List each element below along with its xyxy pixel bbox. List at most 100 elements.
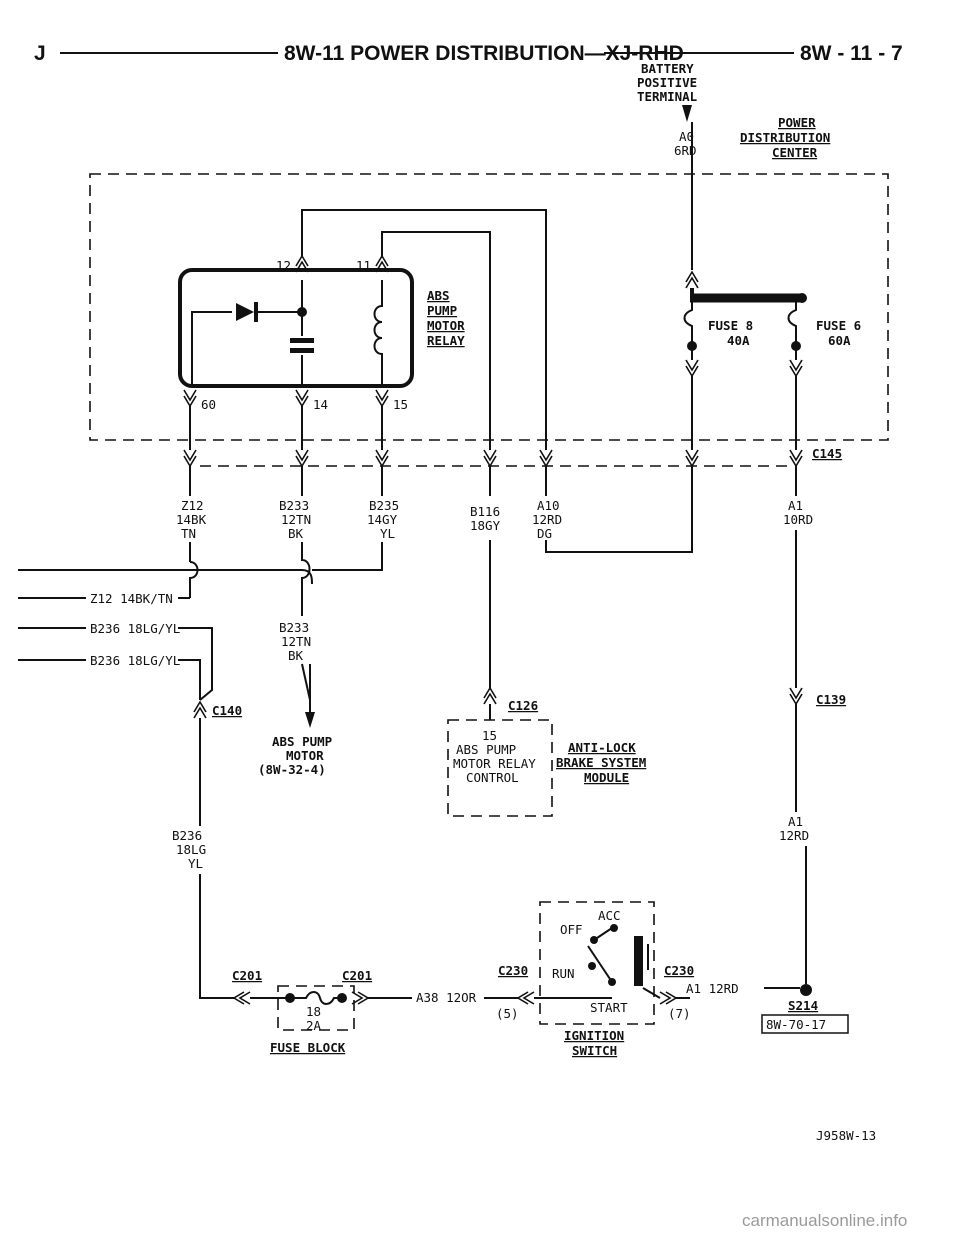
battery-label-1: BATTERY <box>641 61 694 76</box>
relay-pin-14: 14 <box>313 397 328 412</box>
svg-text:12TN: 12TN <box>281 512 311 527</box>
ign-contact-dot <box>588 962 596 970</box>
wire-a10-return <box>545 466 693 553</box>
module-name-1: ANTI-LOCK <box>568 740 636 755</box>
svg-text:18GY: 18GY <box>470 518 501 533</box>
wire-z12-crossover <box>189 561 199 598</box>
svg-text:B233: B233 <box>279 620 309 635</box>
svg-text:A1: A1 <box>788 498 803 513</box>
fuse-8-name: FUSE 8 <box>708 318 753 333</box>
svg-text:12RD: 12RD <box>779 828 809 843</box>
c140-label: C140 <box>212 703 242 718</box>
battery-label-2: POSITIVE <box>637 75 697 90</box>
wire-b236-to-c201 <box>199 874 234 999</box>
label-a38: A38 12OR <box>416 990 477 1005</box>
label-z12-14bk-tn: Z12 14BK/TN <box>90 591 173 606</box>
page-title: 8W-11 POWER DISTRIBUTION—XJ-RHD <box>284 42 684 65</box>
relay-label-1: ABS <box>427 288 450 303</box>
fuse-6-dot <box>791 341 801 351</box>
fuse-block-outline <box>277 985 355 1031</box>
relay-label-4: RELAY <box>427 333 465 348</box>
wire-b233-lower <box>301 663 311 701</box>
svg-text:TN: TN <box>181 526 196 541</box>
connector-chevron-icon <box>789 359 803 378</box>
battery-arrow-icon <box>682 105 692 122</box>
connector-chevron-icon <box>351 991 370 1005</box>
busbar-end-dot <box>797 293 807 303</box>
wire-z12-label: Z12 14BK TN <box>176 498 207 541</box>
abs-motor-label-2: MOTOR <box>286 748 324 763</box>
c126-label: C126 <box>508 698 538 713</box>
fuse-8-icon <box>683 302 693 342</box>
wire-b233-label: B233 12TN BK <box>279 498 311 541</box>
connector-chevron-icon <box>375 389 389 408</box>
ign-off: OFF <box>560 922 583 937</box>
svg-text:12RD: 12RD <box>532 512 562 527</box>
crossover-hump <box>301 569 313 585</box>
ign-acc: ACC <box>598 908 621 923</box>
svg-text:14BK: 14BK <box>176 512 207 527</box>
wire-b233-lower-label: B233 12TN BK <box>279 620 311 663</box>
fuse-8-rating: 40A <box>727 333 750 348</box>
wire-a10-label: A10 12RD DG <box>532 498 562 541</box>
c230-label-right: C230 <box>664 963 694 978</box>
connector-chevron-icon <box>685 270 699 289</box>
wire-relay-12 <box>301 209 547 450</box>
abs-module-outline <box>447 719 553 817</box>
svg-text:YL: YL <box>188 856 203 871</box>
c145-label: C145 <box>812 446 842 461</box>
figure-id: J958W-13 <box>816 1128 876 1143</box>
c145-chevrons <box>183 449 803 468</box>
battery-label-3: TERMINAL <box>637 89 698 104</box>
c201-label-right: C201 <box>342 968 372 983</box>
header-letter: J <box>34 42 46 65</box>
fuse-6-icon <box>787 302 797 342</box>
connector-chevron-icon <box>295 389 309 408</box>
abs-motor-label-3: (8W-32-4) <box>258 762 326 777</box>
relay-pin-12: 12 <box>276 258 291 273</box>
c201-label-left: C201 <box>232 968 262 983</box>
diode-icon <box>236 303 254 321</box>
svg-text:12TN: 12TN <box>281 634 311 649</box>
c230-label-left: C230 <box>498 963 528 978</box>
module-pin-15: 15 <box>482 728 497 743</box>
ign-start: START <box>590 1000 628 1015</box>
module-name-2: BRAKE SYSTEM <box>556 755 646 770</box>
relay-label-2: PUMP <box>427 303 457 318</box>
connector-chevron-icon <box>232 991 251 1005</box>
ign-name-2: SWITCH <box>572 1043 617 1058</box>
wire-b235-route <box>312 542 383 571</box>
ignition-outline <box>539 901 655 1025</box>
relay-pin-60: 60 <box>201 397 216 412</box>
connector-chevron-icon <box>516 991 535 1005</box>
label-a1-12rd: A1 12RD <box>686 981 739 996</box>
wire-a1-bottom-label: A1 12RD <box>779 814 809 843</box>
svg-text:18LG: 18LG <box>176 842 206 857</box>
abs-motor-arrow-icon <box>305 712 315 728</box>
fuse-6-rating: 60A <box>828 333 851 348</box>
fuse-18-icon <box>290 991 342 1005</box>
abs-relay-box <box>178 268 414 388</box>
module-name-3: MODULE <box>584 770 629 785</box>
svg-text:BK: BK <box>288 526 304 541</box>
abs-motor-label-1: ABS PUMP <box>272 734 332 749</box>
module-desc-3: CONTROL <box>466 770 519 785</box>
a0-gauge: 6RD <box>674 143 697 158</box>
svg-text:B233: B233 <box>279 498 309 513</box>
label-b236-a: B236 18LG/YL <box>90 621 180 636</box>
label-b236-b: B236 18LG/YL <box>90 653 180 668</box>
a0-circuit: A0 <box>679 129 694 144</box>
pdc-label-1: POWER <box>778 115 816 130</box>
connector-chevron-icon <box>183 389 197 408</box>
s214-splice-dot <box>800 984 812 996</box>
svg-text:A1: A1 <box>788 814 803 829</box>
wire-ign-output <box>642 987 661 999</box>
ign-pin-5: (5) <box>496 1006 519 1021</box>
svg-text:B116: B116 <box>470 504 500 519</box>
svg-text:A10: A10 <box>537 498 560 513</box>
fuse-block-dot <box>337 993 347 1003</box>
s214-ref-box <box>761 1014 849 1034</box>
ign-name-1: IGNITION <box>564 1028 624 1043</box>
relay-pin-11: 11 <box>356 258 371 273</box>
